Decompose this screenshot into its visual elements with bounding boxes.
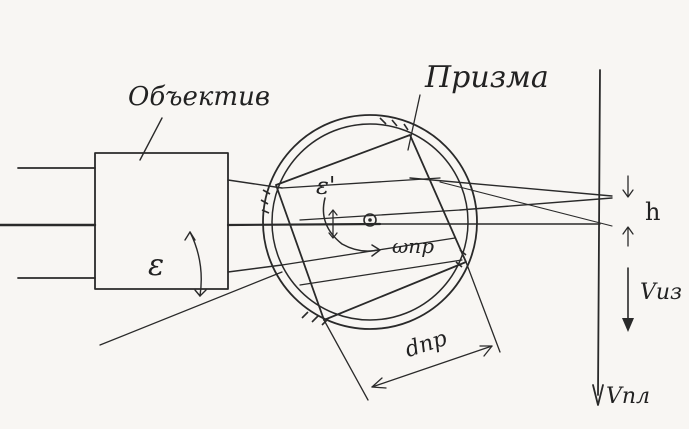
prism-ray-2 — [299, 209, 461, 221]
optical-axis-mid — [226, 222, 382, 227]
prism-outer-circle — [262, 114, 478, 330]
epsilon-line — [99, 271, 283, 346]
h-arrow-top — [622, 189, 634, 198]
omega-label: ωпр — [392, 234, 434, 258]
objective-label: Объектив — [128, 82, 270, 112]
h-label: h — [645, 198, 661, 226]
out-ray-1 — [409, 177, 613, 197]
d-extension-1 — [323, 319, 369, 401]
d-extension-2 — [465, 261, 501, 353]
prism-center-dot — [368, 218, 372, 222]
objective-leader — [139, 117, 163, 161]
epsilon-arrow-top — [184, 231, 196, 241]
d-dimension-line — [371, 345, 493, 388]
small-arrow — [328, 209, 338, 239]
d-arrow-left — [371, 377, 387, 389]
omega-arrow — [371, 244, 381, 257]
image-plane — [597, 69, 601, 396]
prism-inner-circle — [271, 123, 469, 321]
prism-label: Призма — [425, 60, 549, 95]
out-ray-3 — [439, 181, 613, 227]
h-arrow-bottom — [622, 226, 634, 235]
d-arrow-right — [479, 345, 493, 357]
v-pl-label: Vпл — [606, 384, 651, 409]
prism-center — [363, 213, 377, 227]
vpl-arrow — [592, 384, 604, 406]
omega-arc — [322, 197, 379, 252]
prism-leader — [407, 94, 421, 151]
v-iz-label: Vиз — [640, 280, 683, 305]
ray-top-out — [227, 179, 283, 189]
out-ray-2 — [459, 197, 613, 211]
prism-ray-4 — [299, 259, 463, 286]
epsilon-prime-label: ε' — [316, 172, 336, 200]
epsilon-arrow-bottom — [194, 289, 207, 297]
prism-ray-1 — [281, 177, 441, 189]
objective-box — [94, 152, 229, 290]
viz-arrowhead — [622, 318, 634, 332]
epsilon-arc — [189, 231, 202, 297]
epsilon-label: ε — [148, 248, 165, 283]
